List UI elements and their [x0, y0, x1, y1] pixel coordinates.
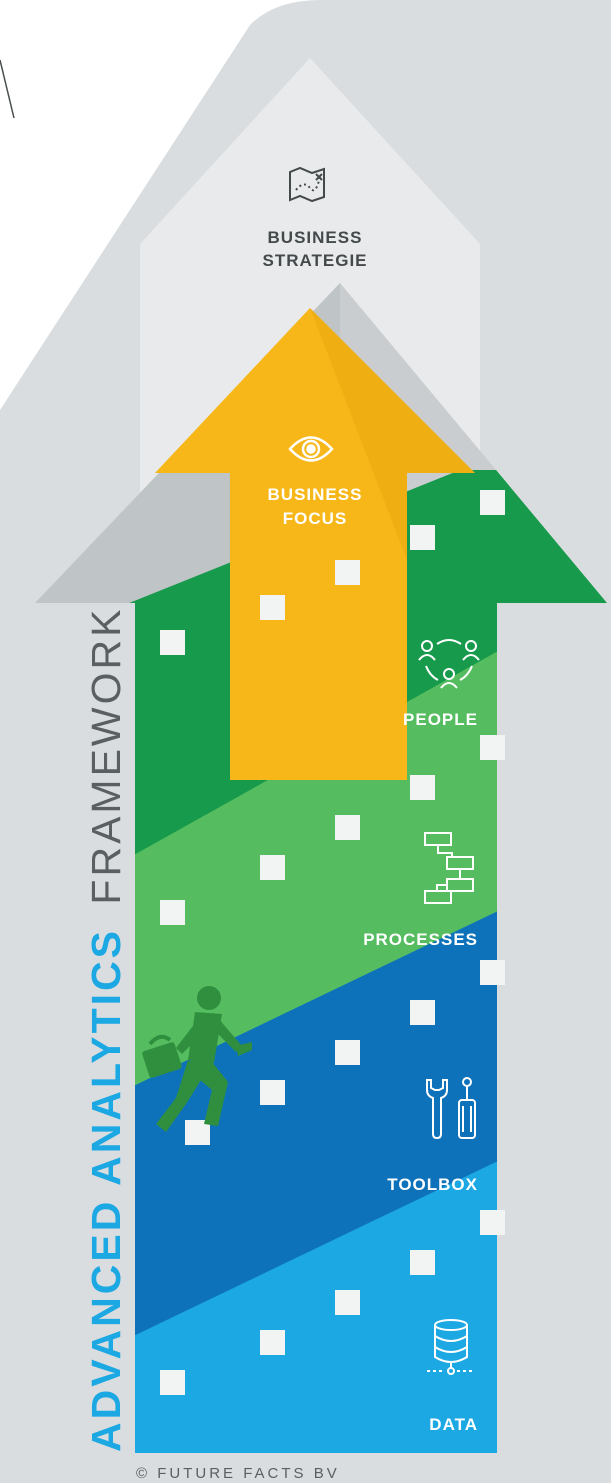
- staircase-people: [135, 735, 505, 925]
- label-data: DATA: [429, 1415, 478, 1434]
- label-business-focus-2: FOCUS: [283, 509, 348, 528]
- title-bold: ADVANCED ANALYTICS: [83, 928, 129, 1452]
- label-business-strategie-2: STRATEGIE: [262, 251, 367, 270]
- corner-line: [0, 59, 15, 119]
- copyright-text: © FUTURE FACTS BV: [136, 1465, 340, 1482]
- label-processes: PROCESSES: [363, 930, 478, 949]
- label-business-focus-1: BUSINESS: [268, 485, 363, 504]
- staircase-top: [135, 490, 505, 655]
- process-flow-icon: [424, 832, 474, 904]
- staircase-processes: [160, 960, 505, 1145]
- running-businessman-figure: [142, 986, 252, 1132]
- tools-icon: [426, 1077, 476, 1140]
- band-data: [35, 1160, 607, 1453]
- title-light: FRAMEWORK: [83, 607, 129, 905]
- framework-title: ADVANCED ANALYTICS FRAMEWORK: [83, 607, 129, 1452]
- label-business-strategie-1: BUSINESS: [268, 228, 363, 247]
- label-people: PEOPLE: [403, 710, 478, 729]
- label-toolbox: TOOLBOX: [387, 1175, 478, 1194]
- eye-icon: [288, 436, 334, 462]
- people-network-icon: [418, 639, 480, 689]
- strategy-map-icon: [289, 166, 325, 203]
- staircase-toolbox: [135, 1210, 505, 1395]
- database-icon: [427, 1319, 475, 1375]
